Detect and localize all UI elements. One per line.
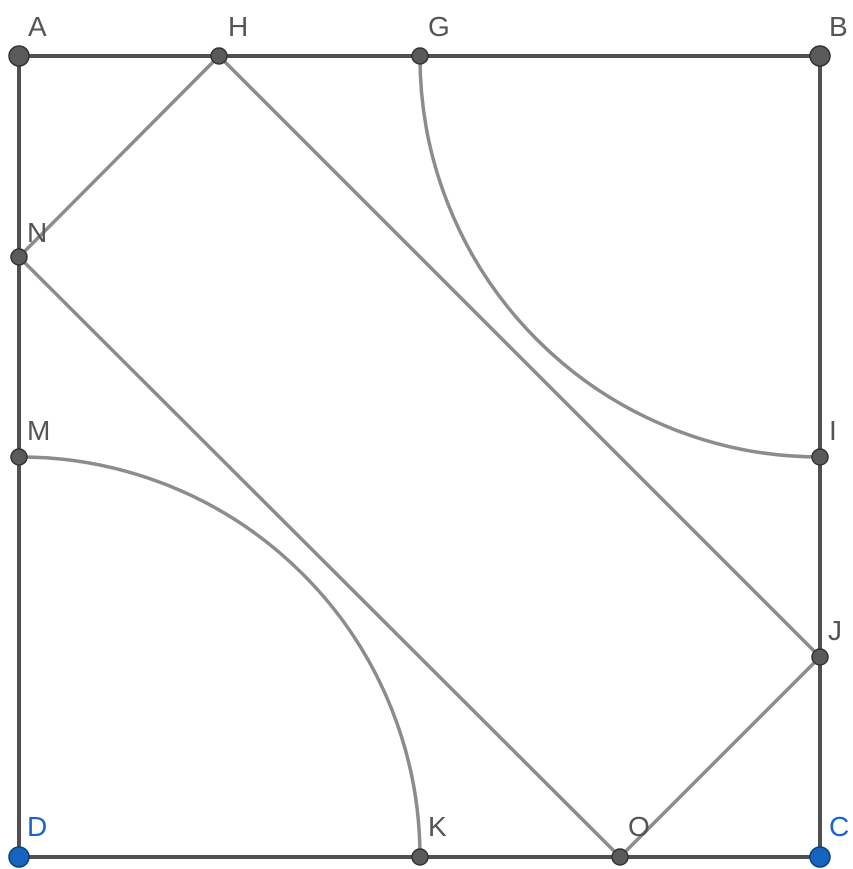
label-g: G [428, 11, 450, 42]
segment-on [17, 255, 622, 859]
point-g [411, 47, 429, 65]
label-b: B [829, 11, 848, 42]
point-i [811, 448, 829, 466]
label-i: I [829, 415, 837, 446]
segment-jo [618, 655, 822, 859]
point-j [811, 648, 829, 666]
point-c [809, 846, 831, 868]
label-k: K [428, 811, 447, 842]
label-m: M [27, 415, 50, 446]
point-n [10, 248, 28, 266]
segment-hj [217, 54, 822, 659]
point-a [8, 45, 30, 67]
arc-gi [418, 54, 822, 459]
label-h: H [228, 11, 248, 42]
label-a: A [28, 11, 47, 42]
arc-mk [17, 455, 422, 859]
point-b [809, 45, 831, 67]
label-n: N [27, 217, 47, 248]
point-o [611, 848, 629, 866]
rectangle-edges [17, 54, 822, 859]
point-m [10, 448, 28, 466]
quarter-arcs [17, 54, 822, 859]
points [8, 45, 831, 868]
point-d [8, 846, 30, 868]
label-d: D [27, 811, 47, 842]
square-edges [17, 54, 822, 859]
segment-nh [17, 54, 221, 259]
label-j: J [828, 615, 842, 646]
point-labels: A H G B N M I J D K O C [27, 11, 849, 842]
point-k [411, 848, 429, 866]
point-h [210, 47, 228, 65]
label-c: C [829, 811, 849, 842]
label-o: O [628, 811, 650, 842]
